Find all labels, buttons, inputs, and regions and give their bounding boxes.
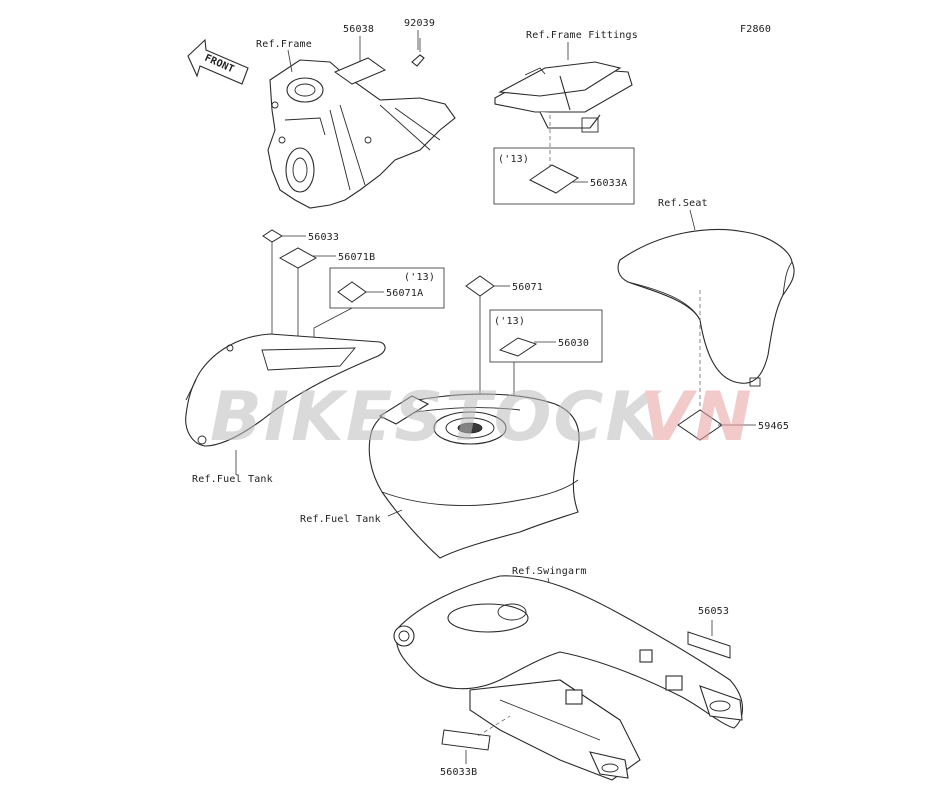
watermark-text-2: VN xyxy=(640,378,754,457)
part-56071-label: 56071 xyxy=(512,282,543,293)
box-56033A xyxy=(493,147,635,205)
part-56030-label: 56030 xyxy=(558,338,589,349)
watermark-text-1: BIKESTOCK xyxy=(210,378,662,457)
part-56033-label: 56033 xyxy=(308,232,339,243)
part-56033B-label: 56033B xyxy=(440,767,477,778)
ref-fuel-tank-center-label: Ref.Fuel Tank xyxy=(300,514,381,525)
sticker-56071B xyxy=(278,247,318,269)
sticker-56038 xyxy=(333,57,387,85)
sticker-56033A xyxy=(529,164,579,194)
sticker-56033 xyxy=(262,229,283,243)
part-59465-label: 59465 xyxy=(758,421,789,432)
swingarm-illustration xyxy=(393,575,744,781)
left-fuel-tank-panel xyxy=(185,333,386,447)
part-56053-label: 56053 xyxy=(698,606,729,617)
watermark: BIKESTOCK VN xyxy=(210,378,754,457)
box-56071A xyxy=(329,267,445,309)
note-13-center: ('13) xyxy=(494,316,525,327)
ref-swingarm-label: Ref.Swingarm xyxy=(512,566,587,577)
sticker-56030 xyxy=(498,337,538,357)
ref-frame-label: Ref.Frame xyxy=(256,39,312,50)
note-13-left: ('13) xyxy=(404,272,435,283)
sticker-56071A xyxy=(337,281,367,303)
ref-fuel-tank-left-label: Ref.Fuel Tank xyxy=(192,474,273,485)
ref-frame-fittings-label: Ref.Frame Fittings xyxy=(526,30,638,41)
frame-illustration xyxy=(267,59,456,209)
box-56030 xyxy=(489,309,603,363)
note-13-frame-fittings: ('13) xyxy=(498,154,529,165)
part-56033A-label: 56033A xyxy=(590,178,627,189)
part-56071B-label: 56071B xyxy=(338,252,375,263)
ref-seat-label: Ref.Seat xyxy=(658,198,708,209)
part-56038-label: 56038 xyxy=(343,24,374,35)
sticker-56071 xyxy=(465,275,495,297)
frame-fittings-tray xyxy=(494,61,633,133)
sticker-56033B xyxy=(441,729,491,751)
seat-illustration xyxy=(617,228,795,387)
part-92039-label: 92039 xyxy=(404,18,435,29)
front-arrow-icon: FRONT xyxy=(187,38,249,85)
part-56071A-label: 56071A xyxy=(386,288,423,299)
clip-92039 xyxy=(411,38,425,67)
center-fuel-tank xyxy=(368,393,580,559)
diagram-code: F2860 xyxy=(740,24,771,35)
sticker-56053 xyxy=(687,631,731,659)
